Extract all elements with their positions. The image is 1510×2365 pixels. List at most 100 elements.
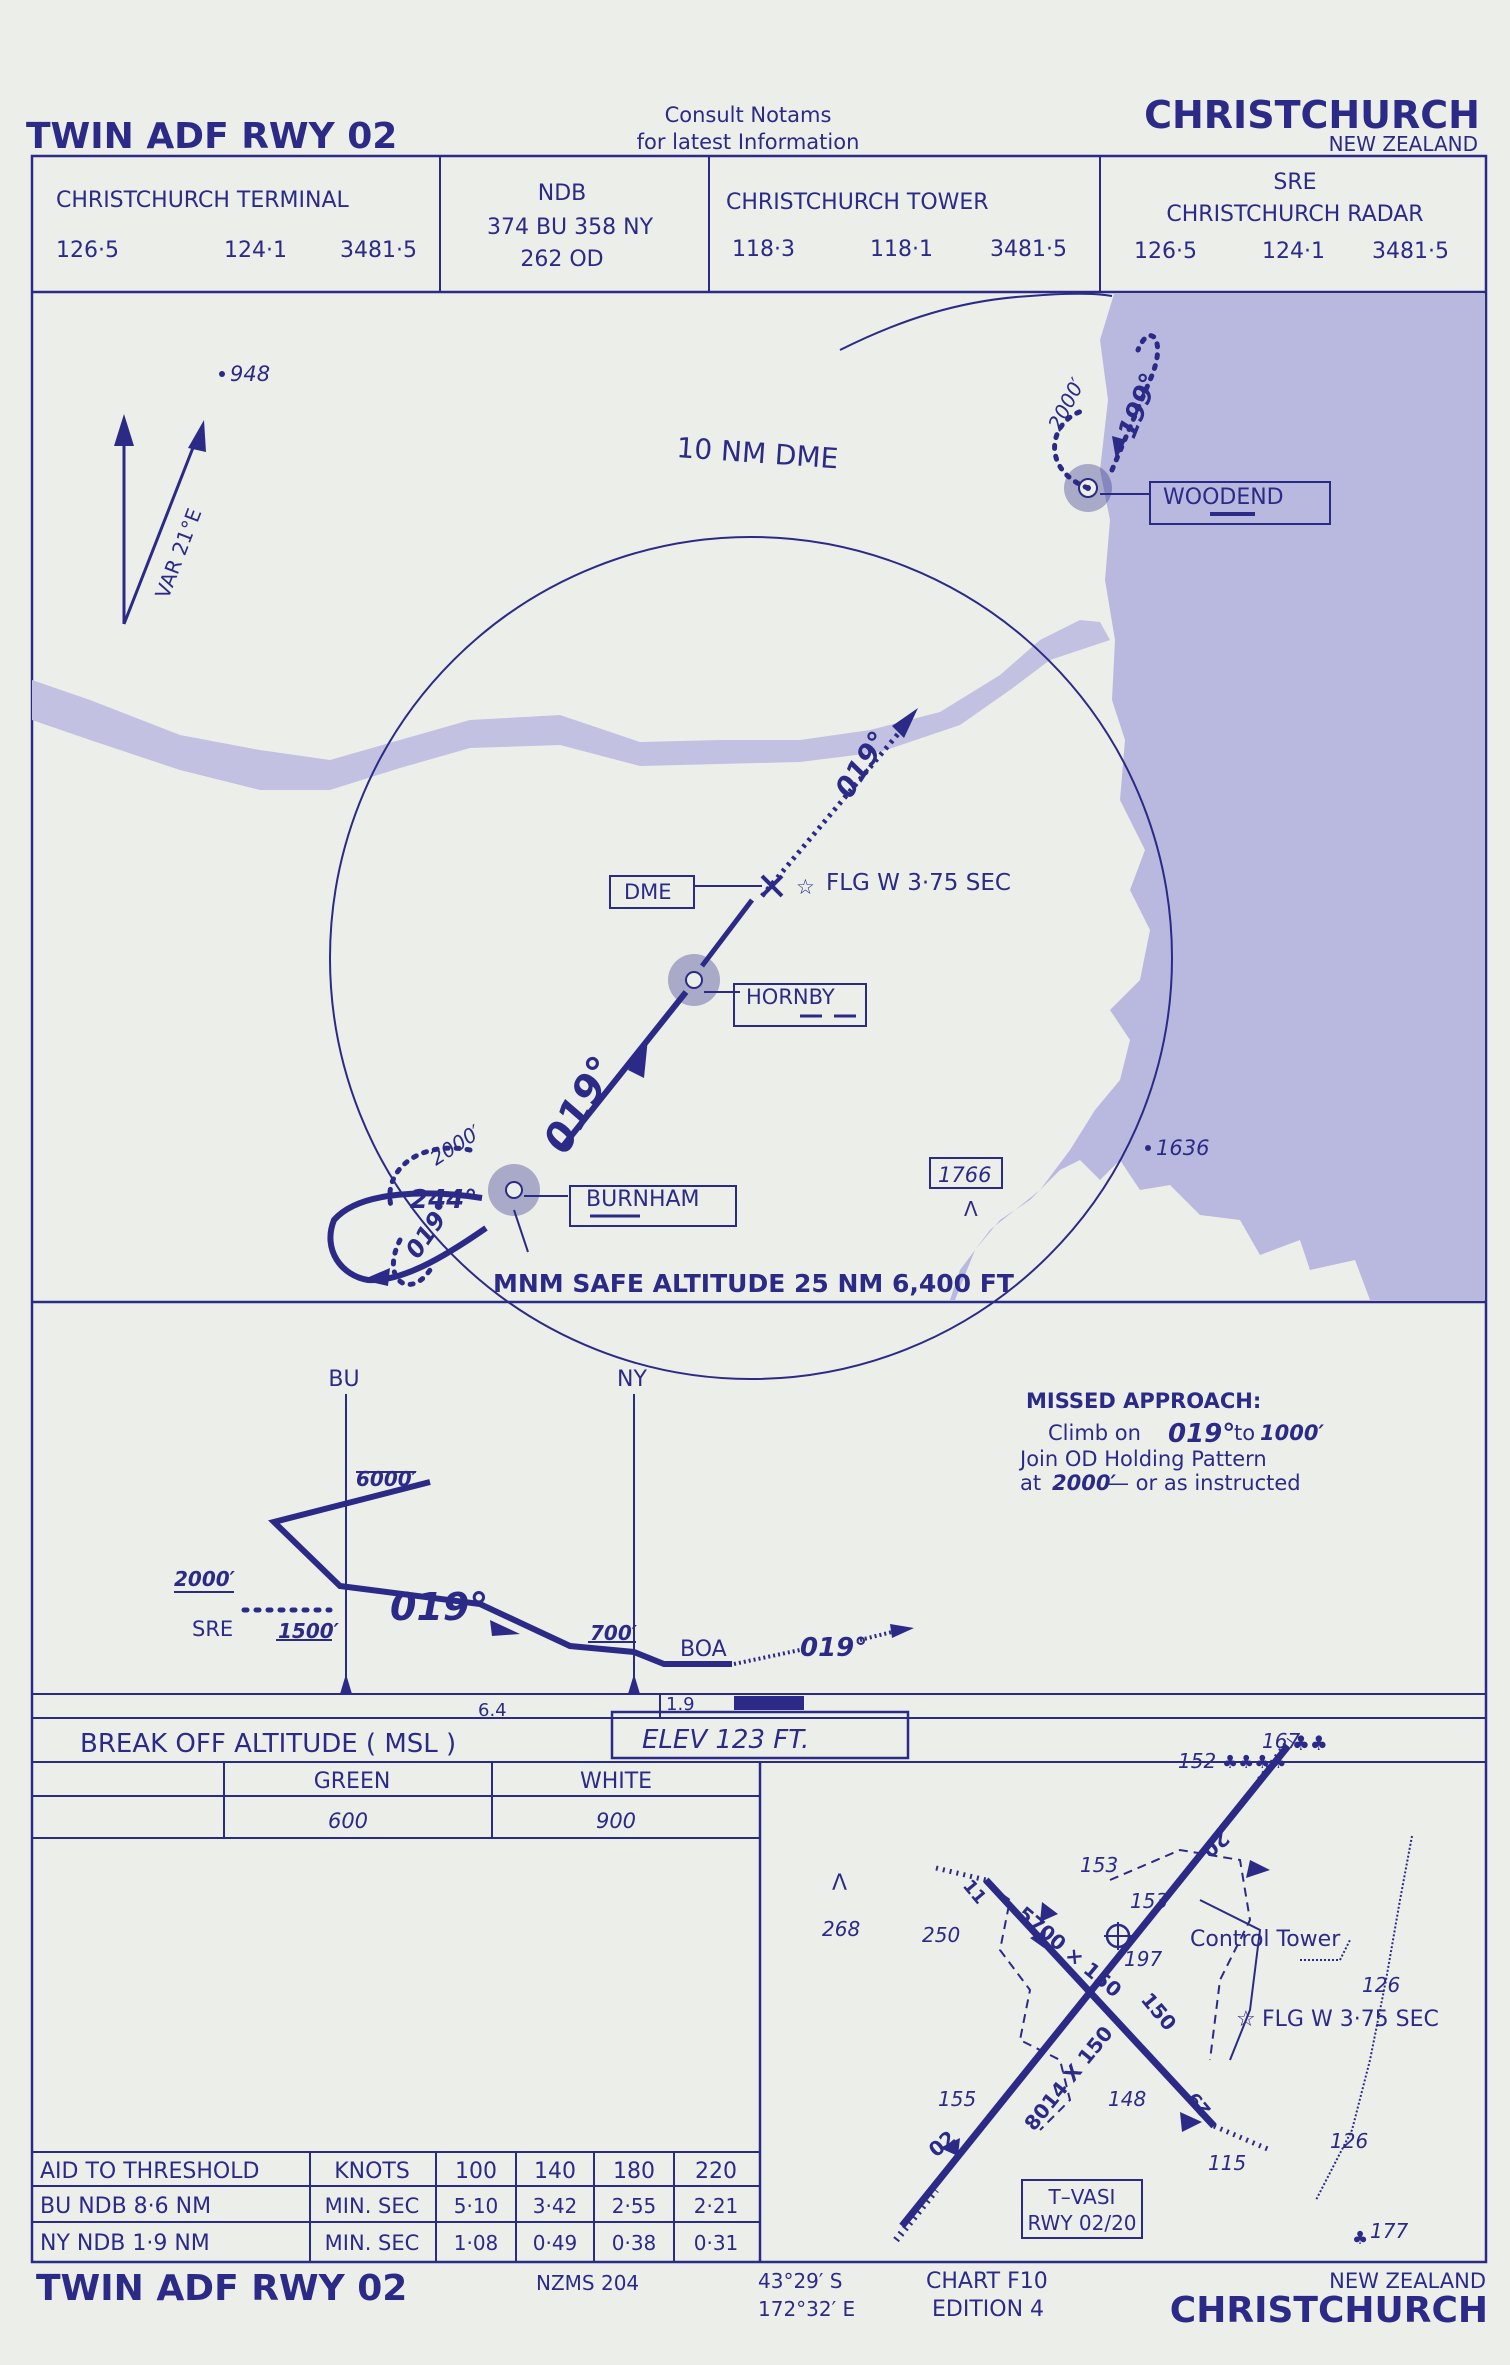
timing-r0-c0: BU NDB 8·6 NM <box>40 2194 211 2219</box>
profile-missed-course: 019° <box>800 1633 867 1663</box>
dme-ring-label: 10 NM DME <box>676 431 840 475</box>
burnham-holding: 2000′ 244° 019° BURNHAM <box>327 1120 737 1287</box>
timing-h0: AID TO THRESHOLD <box>40 2159 259 2184</box>
radar-freq-1: 126·5 <box>1134 239 1197 264</box>
obstacle-box <box>929 1157 1003 1189</box>
tower-freq-2: 118·1 <box>870 237 933 262</box>
ad-tree-167: ♣♣ <box>1292 1731 1328 1755</box>
lagoon <box>1186 1132 1266 1168</box>
radar-freq-3: 3481·5 <box>1372 239 1449 264</box>
procedure-title: TWIN ADF RWY 02 <box>26 116 397 157</box>
ad-elev-197: 197 <box>1124 1947 1162 1971</box>
missed-line1-to: to <box>1234 1421 1255 1445</box>
footer-procedure-title: TWIN ADF RWY 02 <box>36 2268 407 2309</box>
ad-elev-250: 250 <box>922 1923 960 1947</box>
tower-freq-1: 118·3 <box>732 237 795 262</box>
aerodrome-diagram: 167 ♣♣ 152 ♣♣♣♣ 153 153 Λ 268 250 5700 ×… <box>822 1729 1439 2249</box>
timing-h2: 100 <box>455 2159 497 2184</box>
minima-elevation: ELEV 123 FT. <box>642 1725 809 1755</box>
obstacle-symbol: Λ <box>964 1197 978 1221</box>
ndb-line1: 374 BU 358 NY <box>487 215 654 240</box>
ndb-line2: 262 OD <box>520 247 603 272</box>
profile-descent-path <box>268 1479 732 1667</box>
ad-rwy-29: 29 <box>1184 2088 1216 2121</box>
outbound-track: 019° ☆ FLG W 3·75 SEC DME <box>609 708 1011 909</box>
profile-dist-6-4: 6.4 <box>478 1700 507 1721</box>
ad-trees-152: ♣♣♣♣ <box>1222 1752 1287 1773</box>
msa-label: MNM SAFE ALTITUDE 25 NM 6,400 FT <box>493 1269 1014 1298</box>
minima-val-white: 900 <box>596 1809 636 1833</box>
timing-r0-c2: 5·10 <box>454 2194 499 2218</box>
missed-line1-pre: Climb on <box>1048 1421 1141 1445</box>
ad-elev-152: 152 <box>1178 1749 1216 1773</box>
ad-tree-177: ♣ <box>1352 2228 1368 2249</box>
ad-elev-167: 167 <box>1262 1729 1300 1753</box>
ad-elev-115: 115 <box>1208 2151 1246 2175</box>
footer-nzms: NZMS 204 <box>536 2271 639 2295</box>
spot-elev-1636: 1636 <box>1156 1136 1209 1160</box>
timing-r0-c3: 3·42 <box>533 2194 578 2218</box>
burnham-altitude: 2000′ <box>426 1120 486 1171</box>
timing-r1-c2: 1·08 <box>454 2231 499 2255</box>
ad-vasi-type: T–VASI <box>1048 2185 1116 2209</box>
timing-r0-c1: MIN. SEC <box>325 2194 420 2218</box>
dme-fix-label: DME <box>624 880 672 904</box>
minima-title: BREAK OFF ALTITUDE ( MSL ) <box>80 1729 456 1759</box>
minima-col-white: WHITE <box>580 1769 652 1794</box>
profile-runway-bar <box>734 1696 804 1710</box>
city-title: CHRISTCHURCH <box>1144 93 1480 137</box>
spot-elev-948-dot <box>219 371 225 377</box>
ad-elev-153a: 153 <box>1080 1853 1118 1877</box>
profile-bu-label: BU <box>328 1367 359 1392</box>
sea-area <box>950 294 1484 1300</box>
radar-name: CHRISTCHURCH RADAR <box>1166 202 1423 227</box>
timing-r1-c1: MIN. SEC <box>325 2231 420 2255</box>
profile-view: BU NY 6000′ 2000′ SRE 1500′ 019° 700′ BO… <box>32 1367 1486 1721</box>
obstacle-1766: 1766 <box>938 1163 991 1187</box>
ad-elev-153b: 153 <box>1130 1889 1168 1913</box>
runway-11-29 <box>983 1877 1217 2129</box>
hornby-ndb: HORNBY <box>668 954 867 1027</box>
missed-line3-post: — or as instructed <box>1108 1471 1301 1495</box>
missed-line3-alt: 2000′ <box>1052 1471 1116 1495</box>
country-title: NEW ZEALAND <box>1329 132 1478 156</box>
ad-elev-148: 148 <box>1108 2087 1146 2111</box>
dme-circle <box>329 536 1173 1380</box>
ad-vasi-rwy: RWY 02/20 <box>1027 2211 1136 2235</box>
flg-star: ☆ <box>796 875 815 899</box>
footer-edition: EDITION 4 <box>932 2297 1044 2322</box>
footer-country: NEW ZEALAND <box>1329 2269 1486 2293</box>
ad-control-tower: Control Tower <box>1190 1927 1341 1952</box>
timing-r1-c4: 0·38 <box>612 2231 657 2255</box>
ad-flg-star: ☆ <box>1236 2007 1256 2032</box>
timing-h5: 220 <box>695 2159 737 2184</box>
tower-freq-3: 3481·5 <box>990 237 1067 262</box>
profile-alt-2000: 2000′ <box>174 1567 236 1591</box>
minima-val-green: 600 <box>328 1809 368 1833</box>
runway-02-20 <box>899 1743 1291 2229</box>
profile-ny-label: NY <box>617 1367 647 1392</box>
ndb-title: NDB <box>538 181 587 206</box>
profile-final-course: 019° <box>390 1585 488 1629</box>
spot-elev-948: 948 <box>230 362 270 386</box>
timing-h3: 140 <box>534 2159 576 2184</box>
minima-col-green: GREEN <box>314 1769 391 1794</box>
missed-course: 019° <box>1168 1419 1235 1449</box>
ad-elev-126a: 126 <box>1362 1973 1400 1997</box>
footer-city: CHRISTCHURCH <box>1170 2290 1488 2331</box>
timing-h4: 180 <box>613 2159 655 2184</box>
radar-sre: SRE <box>1273 170 1316 195</box>
ad-flg-light: FLG W 3·75 SEC <box>1262 2007 1439 2032</box>
ad-elev-177: 177 <box>1370 2219 1408 2243</box>
frequency-box: CHRISTCHURCH TERMINAL 126·5 124·1 3481·5… <box>32 156 1486 294</box>
profile-alt-6000: 6000′ <box>356 1467 418 1491</box>
variation-label: VAR 21°E <box>150 505 206 602</box>
timing-table: AID TO THRESHOLD KNOTS 100 140 180 220 B… <box>32 2151 760 2262</box>
footer-lon: 172°32′ E <box>758 2297 855 2321</box>
burnham-name: BURNHAM <box>586 1187 700 1212</box>
notams-line2: for latest Information <box>637 130 860 154</box>
timing-r1-c0: NY NDB 1·9 NM <box>40 2231 210 2256</box>
timing-h1: KNOTS <box>334 2159 410 2184</box>
woodend-name: WOODEND <box>1163 485 1284 510</box>
footer-chart: CHART F10 <box>926 2269 1048 2294</box>
